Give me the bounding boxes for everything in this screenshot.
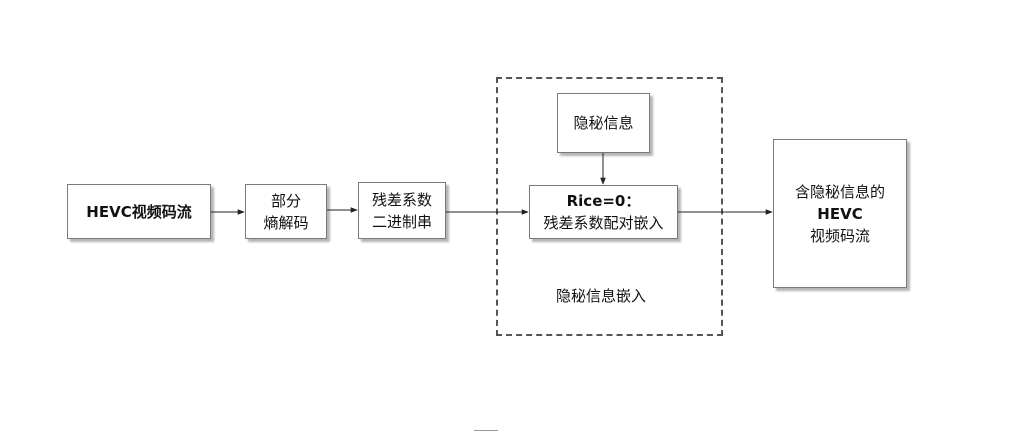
output-stream-line-3: 视频码流	[809, 226, 870, 245]
hevc-input-stream-label: HEVC视频码流	[86, 202, 192, 221]
rice-condition-label: Rice=0：	[566, 192, 641, 210]
output-stream-line-2: HEVC	[817, 204, 863, 223]
output-stream-box: 含隐秘信息的 HEVC 视频码流	[773, 139, 907, 288]
secret-info-label: 隐秘信息	[573, 114, 634, 132]
residual-pair-embed-label: 残差系数配对嵌入	[543, 214, 664, 232]
secret-info-box: 隐秘信息	[557, 93, 650, 153]
partial-entropy-decode-line-1: 部分	[270, 191, 301, 210]
rice-embed-box: Rice=0： 残差系数配对嵌入	[529, 185, 678, 239]
hevc-input-stream-box: HEVC视频码流	[67, 184, 211, 239]
residual-binary-string-line-2: 二进制串	[371, 212, 432, 231]
partial-entropy-decode-line-2: 熵解码	[263, 213, 309, 232]
stray-mark	[474, 430, 498, 431]
embedding-module-label: 隐秘信息嵌入	[556, 287, 647, 305]
embedding-module-frame	[496, 77, 723, 336]
residual-binary-string-line-1: 残差系数	[371, 190, 432, 209]
output-stream-line-1: 含隐秘信息的	[794, 182, 885, 201]
residual-binary-string-box: 残差系数 二进制串	[358, 182, 446, 239]
partial-entropy-decode-box: 部分 熵解码	[245, 184, 327, 239]
